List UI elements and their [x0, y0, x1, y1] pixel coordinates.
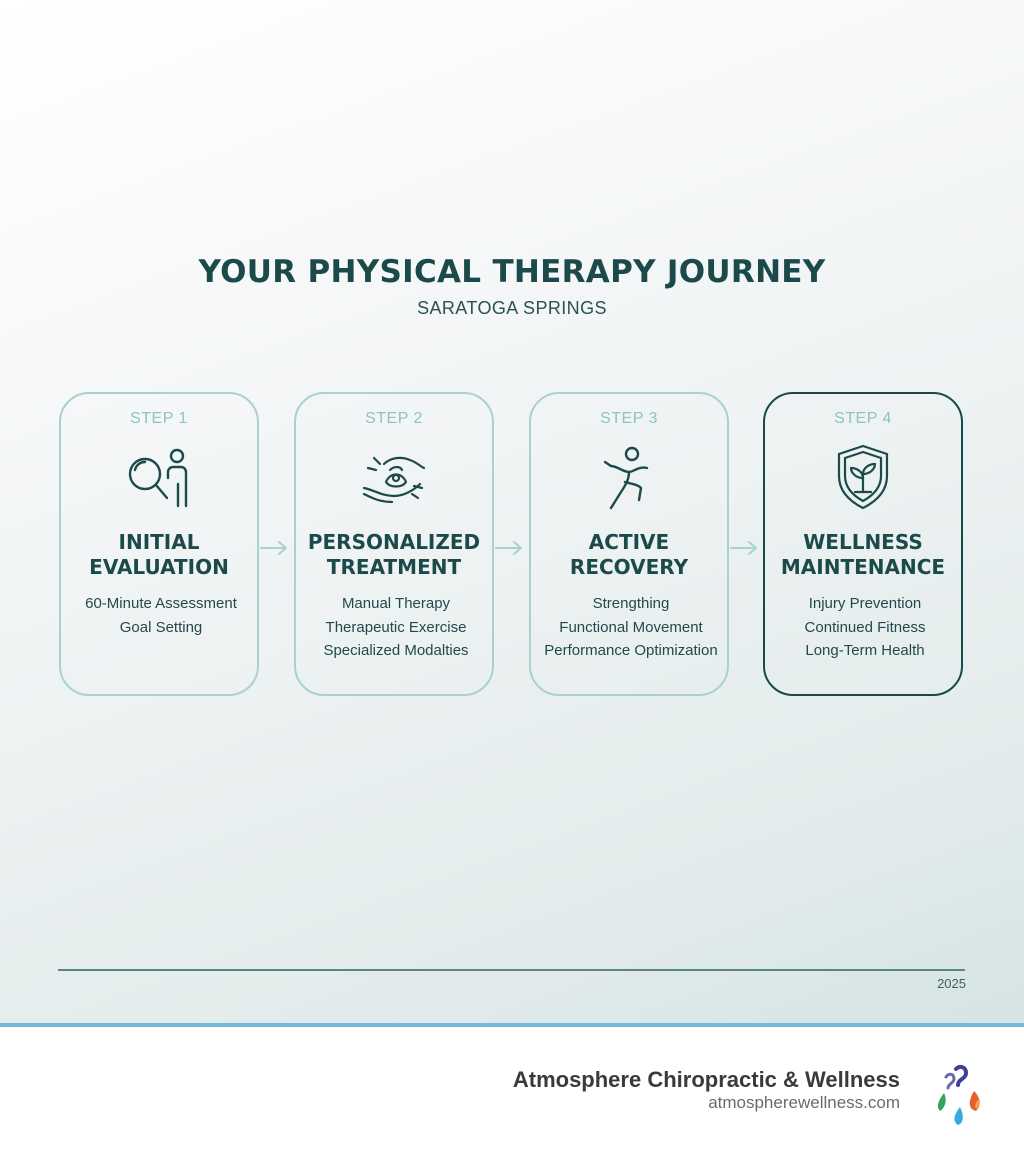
drops-logo-icon [937, 1064, 980, 1125]
step-card-3: STEP 3 ACTIVE RECOVERY Strengthing Funct… [529, 392, 729, 696]
step-title-line: INITIAL [118, 530, 200, 554]
brand-url[interactable]: atmospherewellness.com [708, 1093, 900, 1112]
footer: Atmosphere Chiropractic & Wellness atmos… [0, 1023, 1024, 1154]
step-items: Injury Prevention Continued Fitness Long… [755, 592, 975, 663]
page-title: YOUR PHYSICAL THERAPY JOURNEY [198, 254, 826, 290]
step-title-line: TREATMENT [326, 555, 462, 579]
arrow-right-icon [260, 541, 287, 555]
arrow-right-icon [730, 541, 757, 555]
step-items: Strengthing Functional Movement Performa… [521, 592, 741, 663]
step-label: STEP 1 [130, 410, 188, 427]
step-title-line: MAINTENANCE [780, 555, 946, 579]
step-title-line: EVALUATION [89, 555, 229, 579]
list-item: Performance Optimization [544, 642, 718, 659]
list-item: Specialized Modalties [323, 642, 469, 659]
step-label: STEP 4 [834, 410, 892, 427]
year-label: 2025 [937, 976, 966, 991]
step-label: STEP 2 [365, 410, 423, 427]
list-item: Continued Fitness [804, 618, 926, 636]
step-title: ACTIVE RECOVERY [531, 530, 727, 580]
step-title: WELLNESS MAINTENANCE [765, 530, 961, 580]
list-item: Manual Therapy [341, 595, 451, 612]
list-item: Therapeutic Exercise [325, 618, 467, 636]
arrow-right-icon [495, 541, 522, 555]
step-card-2: STEP 2 PERSONALIZED TREATMENT Manual The… [294, 392, 494, 696]
shield-plant-icon [825, 444, 901, 510]
brand-name[interactable]: Atmosphere Chiropractic & Wellness [512, 1067, 900, 1092]
step-items: Manual Therapy Therapeutic Exercise Spec… [286, 592, 506, 663]
list-item: Long-Term Health [805, 642, 925, 659]
list-item: Functional Movement [559, 618, 703, 636]
step-title: PERSONALIZED TREATMENT [296, 530, 492, 580]
list-item: Injury Prevention [808, 595, 922, 612]
step-title: INITIAL EVALUATION [61, 530, 257, 580]
step-label: STEP 3 [600, 410, 658, 427]
step-title-line: RECOVERY [569, 555, 689, 579]
step-items: 60-Minute Assessment Goal Setting [51, 592, 271, 639]
step-title-line: WELLNESS [803, 530, 923, 554]
step-title-line: ACTIVE [588, 530, 670, 554]
magnifier-person-icon [121, 444, 197, 510]
running-person-icon [591, 444, 667, 510]
step-card-4: STEP 4 WELLNESS MAINTENANCE Injury Preve… [763, 392, 963, 696]
hands-care-icon [356, 444, 432, 510]
divider [58, 969, 965, 971]
list-item: Goal Setting [119, 618, 203, 636]
page-subtitle: SARATOGA SPRINGS [417, 298, 607, 318]
step-card-1: STEP 1 INITIAL EVALUATION 60-Minute Asse… [59, 392, 259, 696]
step-title-line: PERSONALIZED [307, 530, 481, 554]
list-item: Strengthing [592, 595, 670, 612]
list-item: 60-Minute Assessment [85, 595, 237, 612]
